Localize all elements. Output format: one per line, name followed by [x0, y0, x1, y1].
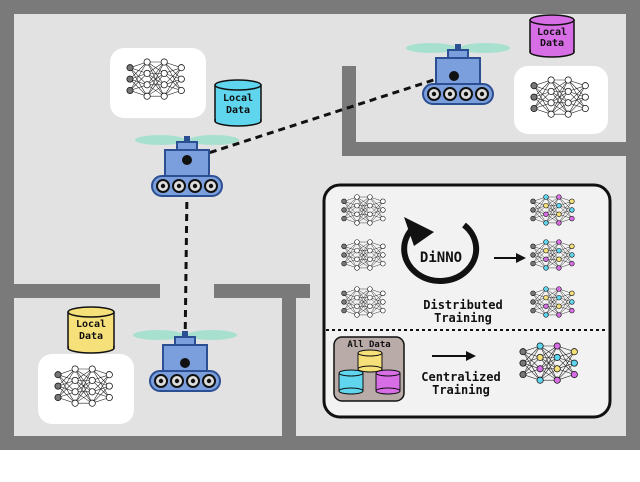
right-arrow-icon — [494, 253, 526, 263]
all-data-box: All Data — [333, 336, 405, 402]
local-data-top-right: Local Data — [529, 14, 575, 58]
cycle-arrow-icon — [401, 217, 480, 284]
robot-sensor — [180, 358, 190, 368]
database-icon — [357, 349, 383, 373]
wall-segment — [14, 284, 160, 298]
distributed-section: DiNNO Distributed Training — [342, 195, 575, 325]
robot-middle: Local Data — [110, 48, 262, 197]
database-icon — [529, 14, 575, 58]
local-model-bottom-left — [38, 354, 134, 424]
database-icon — [375, 369, 401, 395]
database-icon — [338, 369, 364, 395]
local-data-label-line1: Local — [537, 27, 567, 38]
local-data-label-line2: Data — [540, 38, 564, 49]
dinno-label: DiNNO — [420, 250, 462, 266]
robot-sensor — [182, 155, 192, 165]
robot-top-right: Local Data — [405, 14, 608, 134]
wall-segment — [342, 142, 626, 156]
local-model-middle — [110, 48, 206, 118]
all-data-label: All Data — [347, 340, 390, 350]
local-data-middle: Local Data — [214, 79, 262, 127]
training-comparison-panel: DiNNO Distributed Training All Data — [322, 183, 612, 419]
distributed-label-line2: Training — [434, 311, 492, 325]
centralized-label-line2: Training — [432, 383, 490, 397]
database-icon — [67, 306, 115, 354]
local-data-label-line1: Local — [76, 319, 106, 330]
distributed-label-line1: Distributed — [423, 298, 502, 312]
right-arrow-icon — [432, 351, 476, 361]
local-data-bottom-left: Local Data — [67, 306, 115, 354]
wall-segment — [282, 284, 296, 436]
local-data-label-line2: Data — [79, 331, 103, 342]
comm-link-middle-bottom — [183, 189, 189, 351]
local-model-top-right — [514, 66, 608, 134]
local-data-label-line1: Local — [223, 93, 253, 104]
robot-sensor — [449, 71, 459, 81]
local-data-label-line2: Data — [226, 105, 250, 116]
centralized-label-line1: Centralized — [421, 370, 500, 384]
comm-link-middle-top — [186, 74, 447, 162]
robot-bottom-left: Local Data — [38, 306, 238, 424]
wall-segment — [342, 66, 356, 156]
database-icon — [214, 79, 262, 127]
centralized-section: All Data — [333, 336, 577, 402]
